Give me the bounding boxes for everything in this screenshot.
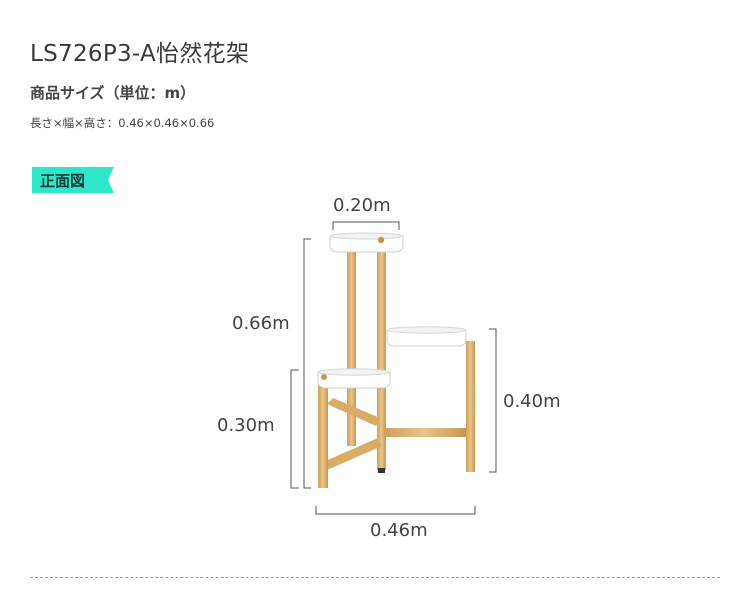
rear-post-right: [377, 236, 386, 470]
dashed-divider: [30, 577, 720, 578]
lower-height-label: 0.30m: [217, 415, 275, 436]
total-width-bracket: [315, 506, 476, 515]
front-view-label: 正面図: [40, 172, 86, 190]
stand-frame: [318, 236, 475, 488]
middle-height-label: 0.40m: [503, 391, 561, 412]
diagonal-brace-upper: [327, 398, 380, 426]
lower-tray: [317, 371, 391, 389]
middle-tray: [386, 329, 467, 347]
top-width-label: 0.20m: [333, 195, 391, 216]
dimensions-text: 長さ×幅×高さ：0.46×0.46×0.66: [30, 116, 215, 130]
total-height-bracket: [303, 238, 311, 489]
lower-height-bracket: [290, 369, 299, 489]
middle-height-bracket: [489, 328, 497, 473]
middle-tray-rim: [386, 326, 467, 334]
top-tray: [329, 235, 404, 253]
size-unit-subtitle: 商品サイズ（単位：m）: [30, 84, 196, 102]
post-foot: [378, 468, 385, 473]
lower-tray-peg: [321, 374, 327, 380]
dimension-lines: [290, 221, 497, 515]
total-width-label: 0.46m: [370, 520, 428, 541]
top-tray-peg: [377, 236, 385, 244]
lower-brace-right: [384, 428, 466, 437]
middle-post: [466, 341, 475, 472]
diagonal-brace-lower: [323, 438, 382, 470]
product-title: LS726P3-A怡然花架: [30, 41, 250, 67]
front-view-badge: 正面図: [32, 167, 114, 193]
trays: [317, 232, 467, 389]
rear-post-left: [347, 250, 356, 446]
badge-background: [32, 167, 114, 193]
top-width-bracket: [332, 221, 400, 230]
lower-tray-rim: [317, 368, 391, 376]
top-tray-rim: [329, 232, 404, 240]
total-height-label: 0.66m: [232, 313, 290, 334]
front-left-leg: [318, 380, 328, 488]
